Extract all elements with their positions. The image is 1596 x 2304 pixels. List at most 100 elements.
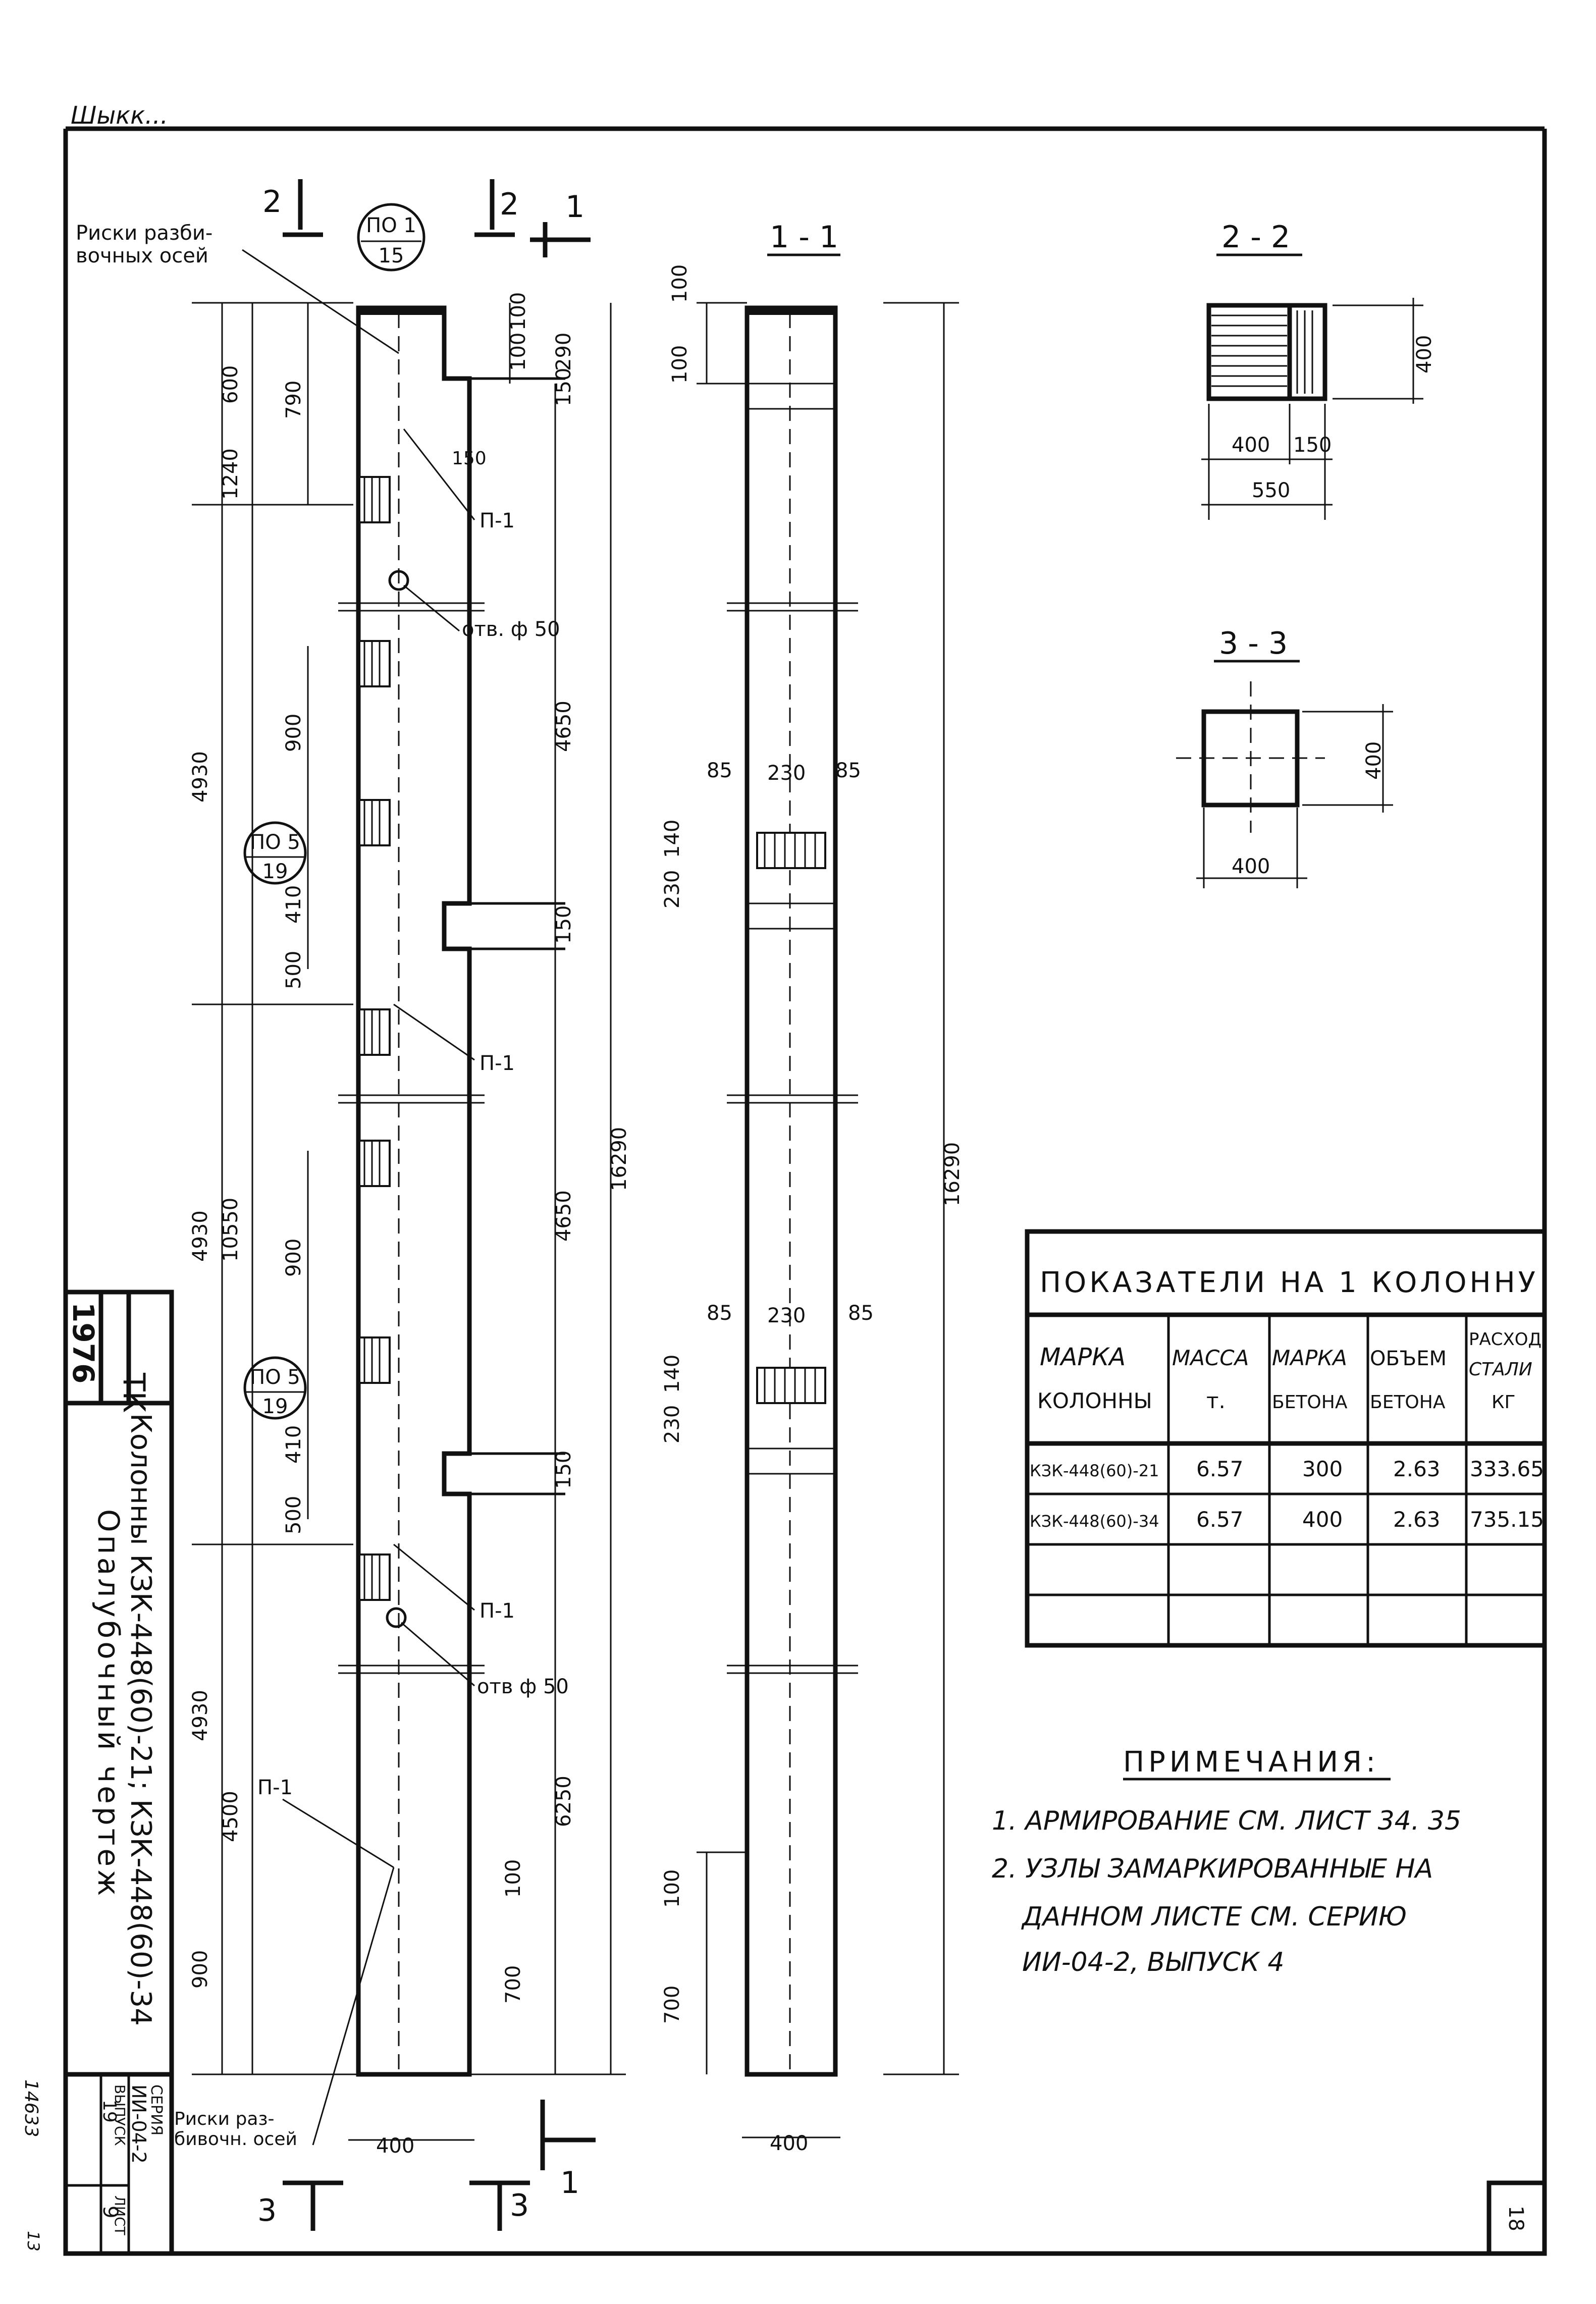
dim-410-2: 410 [282,1425,305,1464]
node-marker-3-top: ПО 5 [250,1366,300,1389]
dim-100-bottom: 100 [502,1859,525,1898]
dim-500-1: 500 [282,951,305,989]
table-cell-r2-c1: КЗК-448(60)-34 [1030,1512,1159,1531]
indicators-table: ПОКАЗАТЕЛИ НА 1 КОЛОННУ МАРКА КОЛОННЫ МА… [1025,1229,1547,1648]
title-block-year: 1976 [66,1302,100,1383]
archive-number: 14633 [21,2079,41,2137]
table-header-steel-1: РАСХОД [1469,1329,1541,1350]
table-header-volume-1: ОБЪЕМ [1370,1347,1447,1370]
node-marker-3-bottom: 19 [262,1395,288,1418]
section-1-1: 1 - 1 100 [661,220,964,2155]
dim-10550: 10550 [219,1198,242,1262]
axes-label-top-2: вочных осей [76,244,208,267]
cut-marks: 2 2 1 3 3 1 [257,179,596,2231]
axes-label-top: Риски разби- [76,222,212,245]
embedded-plates [358,476,391,1601]
s11-dim-230-2: 230 [661,870,684,908]
table-cell-r1-c5: 333.65 [1470,1457,1544,1481]
title-block-series: ИИ-04-2 [128,2084,150,2164]
dim-900-2: 900 [282,1239,305,1277]
node-marker-2-top: ПО 5 [250,831,300,854]
dim-790: 790 [282,381,305,419]
title-block: ТК 1976 Колонны КЗК-448(60)-21; КЗК-448(… [63,1290,174,2256]
table-header-concrete-1: МАРКА [1272,1346,1347,1370]
s11-dim-140-2: 140 [661,1355,684,1393]
s11-dim-230-3: 230 [767,1304,806,1327]
hole-icon [388,570,409,591]
notes-line-2: 2. УЗЛЫ ЗАМАРКИРОВАННЫЕ НА [992,1854,1433,1884]
hole-label-2: отв ф 50 [477,1675,569,1698]
left-dimension-lines [192,302,626,2075]
dim-4650-2: 4650 [552,1190,575,1242]
section-1-1-plate-2 [756,1367,826,1404]
section-2-2-title: 2 - 2 [1221,220,1290,255]
cut-mark-3-right: 3 [510,2188,529,2223]
cut-mark-2-right: 2 [500,187,519,222]
left-dims: 600 100 100 290 150 150 1240 790 4930 90… [189,292,631,2158]
dim-4930-2: 4930 [189,1210,212,1262]
table-header-mass-1: МАССА [1172,1346,1249,1370]
dim-150-mid2: 150 [552,1451,575,1489]
s11-dim-700-bottom: 700 [661,1986,684,2024]
title-block-series-label: СЕРИЯ [147,2084,165,2135]
table-cell-r2-c4: 2.63 [1393,1507,1441,1532]
table-header-mark-2: КОЛОННЫ [1037,1388,1152,1413]
table-cell-r1-c2: 6.57 [1196,1457,1244,1481]
dim-600: 600 [219,365,242,404]
dim-400-bottom-left: 400 [376,2134,414,2158]
s22-dim-400-h: 400 [1232,434,1270,457]
table-header-concrete-2: БЕТОНА [1272,1392,1348,1413]
s11-dim-85-1: 85 [707,759,732,782]
dim-6250: 6250 [552,1776,575,1827]
section-3-3: 3 - 3 400 400 [1176,626,1393,888]
table-cell-r1-c4: 2.63 [1393,1457,1441,1481]
node-marker-1-bottom: 15 [379,244,404,267]
cut-mark-1-bottom: 1 [560,2165,579,2201]
table-cell-r1-c1: КЗК-448(60)-21 [1030,1461,1159,1480]
table-title: ПОКАЗАТЕЛИ НА 1 КОЛОННУ [1040,1266,1538,1299]
section-1-1-title: 1 - 1 [770,220,838,255]
table-cell-r2-c5: 735.15 [1470,1507,1544,1532]
s33-dim-400-h: 400 [1232,855,1270,878]
dim-4500: 4500 [219,1791,242,1842]
s22-dim-150: 150 [1293,434,1332,457]
notes-line-1: 1. АРМИРОВАНИЕ СМ. ЛИСТ 34. 35 [992,1806,1461,1836]
dim-100b: 100 [507,333,530,371]
archive-sub: 13 [24,2231,43,2252]
s11-dim-85-2: 85 [835,759,861,782]
node-marker-2-bottom: 19 [262,860,288,883]
node-marker-1-top: ПО 1 [366,214,416,237]
dim-150-mid1: 150 [552,905,575,944]
p1-label-3: П-1 [480,1599,515,1623]
s22-dim-550: 550 [1252,479,1290,502]
dim-4930-1: 4930 [189,751,212,802]
title-block-title-2: Опалубочный чертеж [91,1509,126,1899]
table-header-steel-2: СТАЛИ [1469,1359,1532,1380]
dim-410-1: 410 [282,885,305,924]
cut-mark-1-top: 1 [565,189,584,225]
s33-dim-400-v: 400 [1362,741,1386,780]
s11-dim-140-1: 140 [661,820,684,858]
column-elevation [338,305,565,2077]
dim-4930-3: 4930 [189,1690,212,1741]
axes-label-bottom: Риски раз- [174,2109,275,2129]
dim-150-top: 150 [552,368,575,406]
section-1-1-plate-1 [756,832,826,869]
s11-dim-400-bottom: 400 [770,2132,808,2155]
title-block-sheet-label: ЛИСТ [112,2195,128,2236]
s11-dim-230-1: 230 [767,762,806,785]
section-3-3-title: 3 - 3 [1219,626,1288,661]
s11-dim-230-4: 230 [661,1405,684,1443]
dim-900-3: 900 [189,1950,212,1989]
s11-dim-100-b: 100 [668,345,691,384]
notes-line-4: ИИ-04-2, ВЫПУСК 4 [1022,1947,1285,1977]
cut-mark-3-left: 3 [257,2193,277,2228]
s11-dim-16290: 16290 [941,1142,964,1206]
page-number: 18 [1504,2206,1527,2231]
hole-label-1: отв. ф 50 [462,618,560,641]
table-header-volume-2: БЕТОНА [1370,1392,1446,1413]
node-markers: ПО 1 15 ПО 5 19 ПО 5 19 [243,203,425,1420]
title-block-title-1: Колонны КЗК-448(60)-21; КЗК-448(60)-34 [124,1413,157,2026]
p1-label-4: П-1 [257,1776,293,1799]
